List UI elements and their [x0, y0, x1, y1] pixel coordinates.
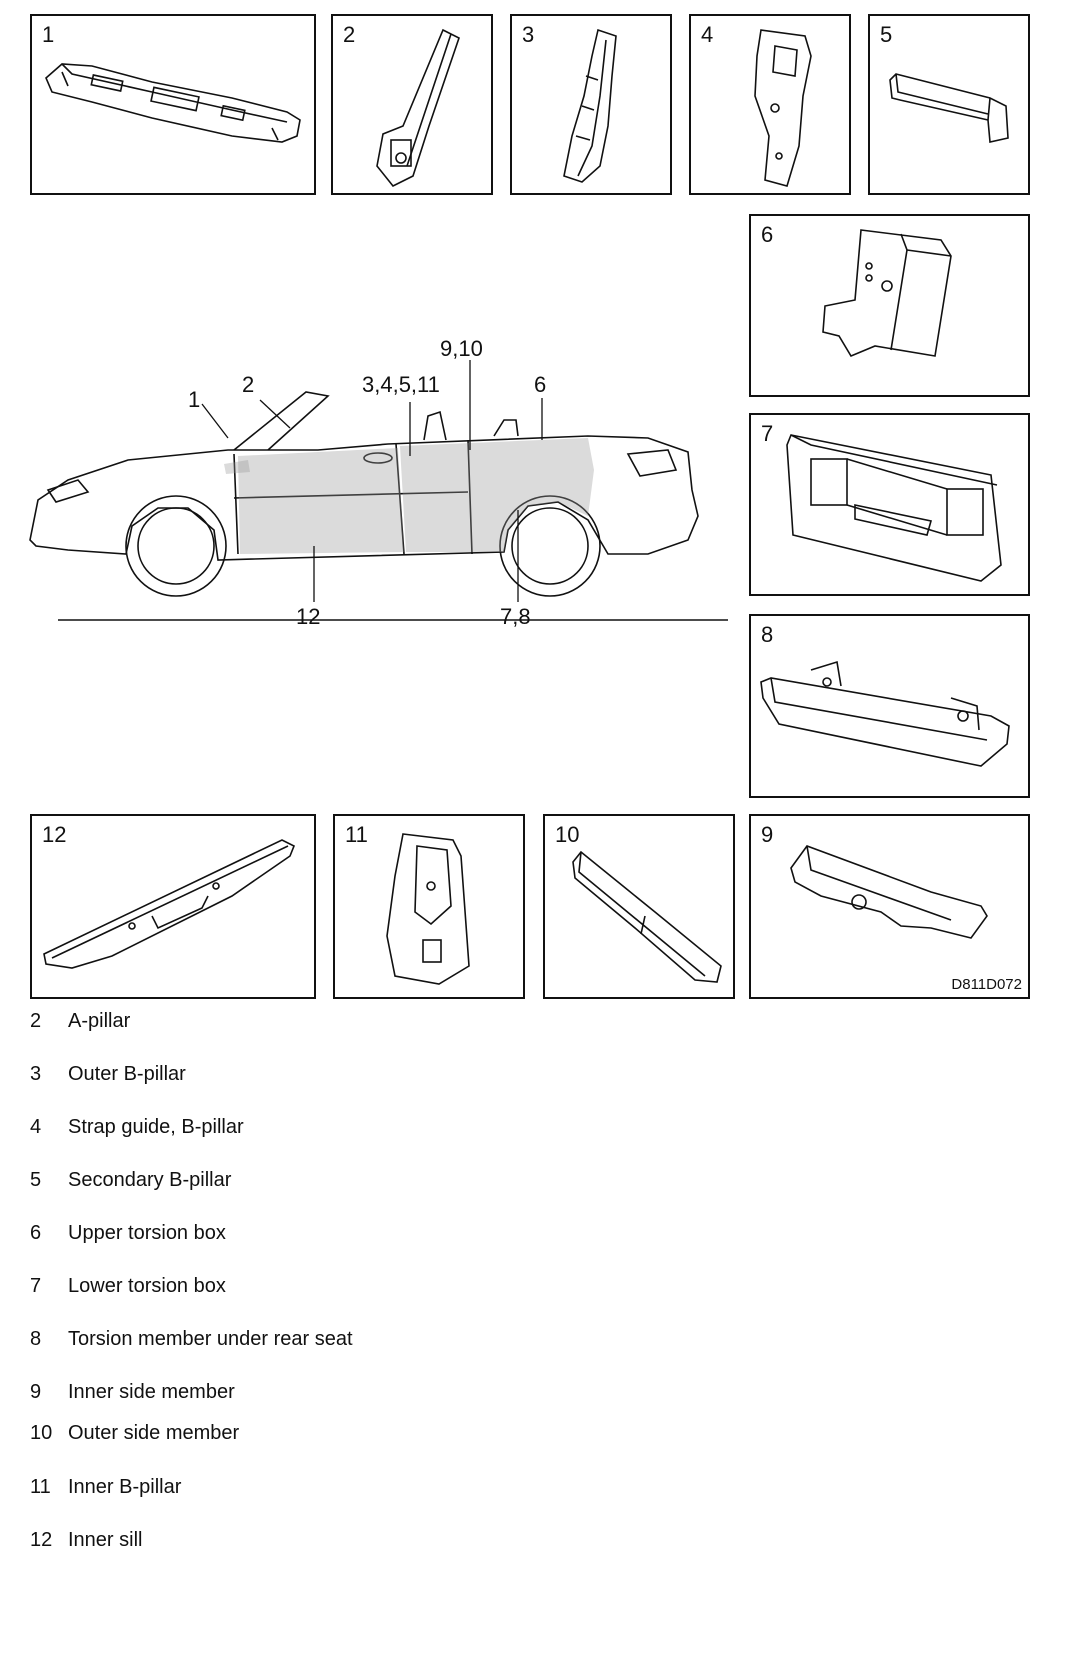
legend-item: 8 Torsion member under rear seat	[30, 1328, 353, 1351]
panel-number: 5	[880, 22, 893, 47]
part-panel-3: 3	[510, 14, 672, 195]
panel-number: 7	[761, 421, 774, 446]
part-panel-9: 9 D811D072	[749, 814, 1030, 999]
legend-label: Upper torsion box	[68, 1222, 226, 1244]
callout-6: 6	[534, 372, 547, 397]
part-panel-8: 8	[749, 614, 1030, 798]
legend-item: 11 Inner B-pillar	[30, 1476, 181, 1499]
legend-label: Inner B-pillar	[68, 1476, 182, 1498]
part-illustration-strap-guide	[754, 29, 812, 187]
legend-number: 6	[30, 1222, 42, 1244]
legend-label: Secondary B-pillar	[68, 1169, 232, 1191]
part-panel-1: 1	[30, 14, 316, 195]
part-panel-7: 7	[749, 413, 1030, 596]
part-illustration-a-pillar	[376, 28, 460, 188]
car-side-view	[29, 360, 728, 621]
legend-label: Lower torsion box	[68, 1275, 226, 1297]
panel-number: 9	[761, 822, 774, 847]
car-body-outline	[29, 435, 699, 561]
legend-number: 7	[30, 1275, 42, 1297]
panel-number: 11	[345, 822, 368, 847]
part-illustration-inner-side-member	[790, 845, 988, 939]
legend-item: 7 Lower torsion box	[30, 1275, 226, 1298]
legend-number: 4	[30, 1116, 42, 1138]
part-illustration-cowl	[45, 63, 301, 143]
legend-item: 2 A-pillar	[30, 1010, 130, 1033]
legend-item: 6 Upper torsion box	[30, 1222, 226, 1245]
part-panel-4: 4	[689, 14, 851, 195]
part-panel-5: 5	[868, 14, 1030, 195]
part-panel-6: 6	[749, 214, 1030, 397]
part-illustration-torsion-member	[760, 660, 1010, 767]
panel-number: 10	[555, 822, 580, 847]
legend-number: 8	[30, 1328, 42, 1350]
part-illustration-inner-b-pillar	[386, 833, 470, 985]
part-panel-12: 12	[30, 814, 316, 999]
legend-number: 3	[30, 1063, 42, 1085]
panel-number: 3	[522, 22, 535, 47]
legend-label: Outer B-pillar	[68, 1063, 186, 1085]
callout-12: 12	[296, 604, 321, 629]
legend-label: Torsion member under rear seat	[68, 1328, 353, 1350]
part-illustration-outer-side-member	[572, 850, 722, 983]
panel-number: 6	[761, 222, 774, 247]
legend-number: 12	[30, 1529, 53, 1551]
windshield	[233, 391, 330, 451]
legend-item: 10 Outer side member	[30, 1422, 239, 1445]
legend-item: 4 Strap guide, B-pillar	[30, 1116, 244, 1139]
legend-item: 5 Secondary B-pillar	[30, 1169, 231, 1192]
part-illustration-lower-torsion-box	[786, 434, 1002, 582]
panel-number: 1	[42, 22, 55, 47]
panel-number: 4	[701, 22, 714, 47]
legend-item: 9 Inner side member	[30, 1381, 235, 1404]
part-panel-10: 10	[543, 814, 735, 999]
part-illustration-outer-b-pillar	[563, 28, 617, 183]
callout-9-10: 9,10	[440, 336, 483, 361]
callout-3-4-5-11: 3,4,5,11	[362, 372, 440, 397]
legend-number: 10	[30, 1422, 53, 1444]
callout-1: 1	[188, 387, 201, 412]
panel-number: 12	[42, 822, 67, 847]
part-illustration-inner-sill	[43, 839, 296, 969]
front-wheel	[125, 495, 227, 597]
legend-item: 12 Inner sill	[30, 1529, 142, 1552]
legend-number: 9	[30, 1381, 42, 1403]
legend-label: A-pillar	[68, 1010, 131, 1032]
legend-label: Strap guide, B-pillar	[68, 1116, 244, 1138]
legend-number: 5	[30, 1169, 42, 1191]
part-panel-11: 11	[333, 814, 525, 999]
drawing-code: D811D072	[951, 976, 1022, 993]
legend-item: 3 Outer B-pillar	[30, 1063, 186, 1086]
legend-number: 2	[30, 1010, 42, 1032]
panel-number: 8	[761, 622, 774, 647]
part-illustration-upper-torsion-box	[822, 229, 952, 358]
legend-label: Outer side member	[68, 1422, 240, 1444]
legend-number: 11	[30, 1476, 51, 1498]
part-illustration-secondary-b-pillar	[889, 73, 1009, 143]
callout-2: 2	[242, 372, 255, 397]
rear-wheel	[499, 495, 601, 597]
legend-label: Inner side member	[68, 1381, 235, 1403]
part-panel-2: 2	[331, 14, 493, 195]
panel-number: 2	[343, 22, 356, 47]
legend-label: Inner sill	[68, 1529, 143, 1551]
callout-7-8: 7,8	[500, 604, 531, 629]
